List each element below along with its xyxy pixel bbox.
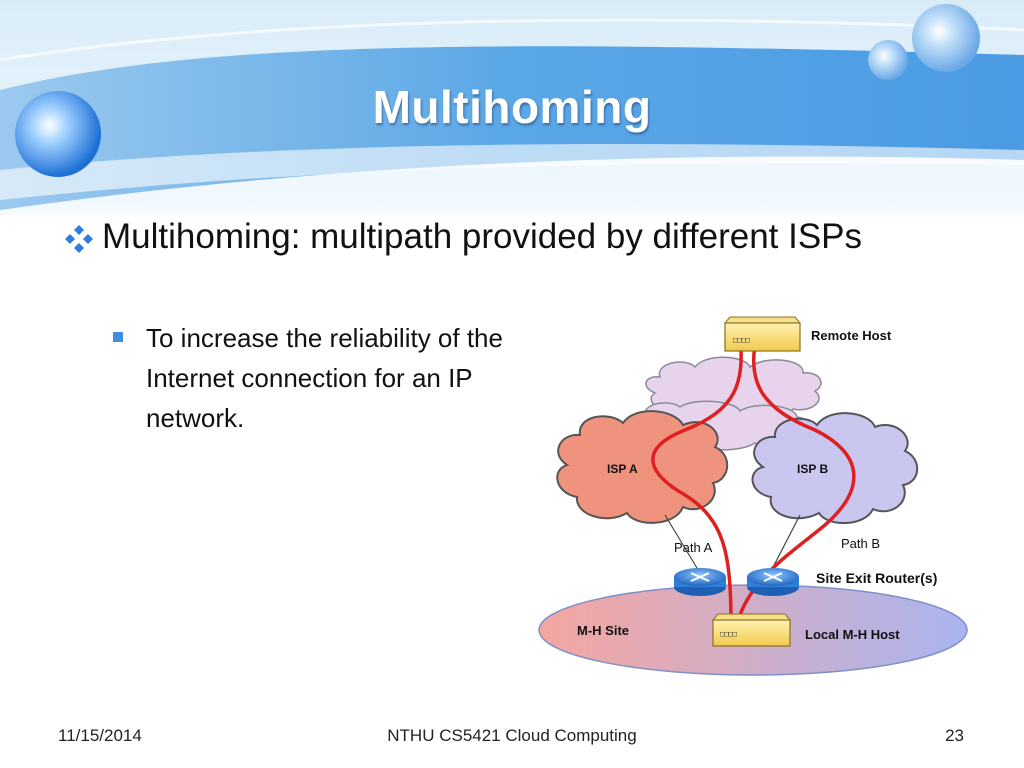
- square-bullet-icon: [113, 332, 123, 342]
- diagram-svg: ISP A ISP B □□□□: [538, 316, 968, 676]
- path-a-line: [651, 334, 743, 616]
- local-host-icon: □□□□: [711, 613, 792, 647]
- path-a-label: Path A: [674, 540, 713, 555]
- isp-b-label: ISP B: [797, 462, 828, 476]
- local-host-lights: □□□□: [720, 630, 737, 638]
- isp-a-label: ISP A: [607, 462, 638, 476]
- path-b-line: [738, 334, 856, 616]
- bullet-text-reliability: To increase the reliability of the Inter…: [146, 323, 503, 433]
- remote-host-icon: □□□□: [723, 316, 802, 352]
- local-host-label: Local M-H Host: [805, 627, 900, 642]
- footer-date: 11/15/2014: [58, 726, 142, 745]
- remote-host-label: Remote Host: [811, 328, 892, 343]
- bullet-text-multihoming: Multihoming: multipath provided by diffe…: [102, 217, 863, 256]
- router-icon-a: [674, 568, 726, 596]
- multihoming-diagram: ISP A ISP B □□□□: [535, 315, 975, 685]
- diamond-bullet-icon: [65, 225, 93, 253]
- slide-title: Multihoming: [372, 81, 652, 133]
- orb-decoration: [15, 91, 101, 177]
- footer-course: NTHU CS5421 Cloud Computing: [387, 726, 637, 745]
- header-wave-graphic: [0, 0, 1024, 215]
- site-exit-router-label: Site Exit Router(s): [816, 570, 937, 586]
- router-icon-b: [747, 568, 799, 596]
- mh-site-label: M-H Site: [577, 623, 629, 638]
- footer-page-number: 23: [945, 726, 964, 745]
- isp-b-cloud: ISP B: [751, 412, 919, 525]
- header-banner: [0, 0, 1024, 215]
- path-b-label: Path B: [841, 536, 880, 551]
- remote-host-lights: □□□□: [733, 336, 750, 344]
